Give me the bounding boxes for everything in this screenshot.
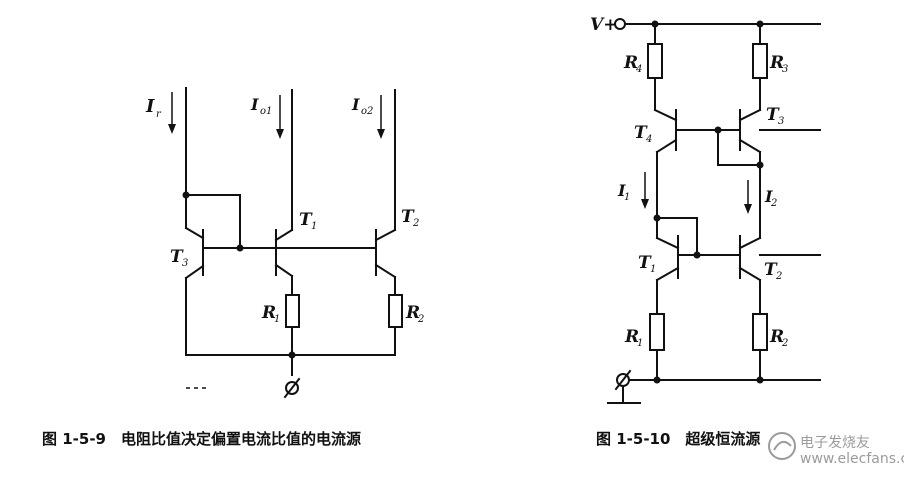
t1-collector-lead <box>655 236 680 250</box>
watermark: 电子发烧友 www.elecfans.com <box>768 432 904 467</box>
figure-1-5-10: V+ R 4 R 3 T 4 T 3 I 1 I 2 T 1 T 2 R 1 R… <box>590 15 821 448</box>
label-t2: T <box>764 260 778 280</box>
label-i2-sub: 2 <box>770 198 777 209</box>
label-ir: I <box>145 96 155 117</box>
label-io1: I <box>250 95 259 114</box>
label-r1: R <box>261 303 276 323</box>
t3-diode-link <box>717 129 761 166</box>
t3-emitter-lead <box>184 264 205 280</box>
resistor-r1 <box>285 294 300 328</box>
label-r3-sub: 3 <box>782 64 788 75</box>
resistor-r2 <box>388 294 403 328</box>
label-r1: R <box>624 327 639 347</box>
t3-collector-lead <box>184 226 205 240</box>
label-t1: T <box>299 210 313 230</box>
label-io1-sub: o1 <box>260 106 272 117</box>
r2-return-wire <box>291 326 396 356</box>
label-r4-sub: 4 <box>635 64 642 75</box>
watermark-text: 电子发烧友 <box>800 435 870 451</box>
resistor-r1 <box>649 313 665 351</box>
junction-dot <box>653 214 661 222</box>
t2-emitter-lead <box>738 266 762 282</box>
label-ir-sub: r <box>156 109 162 120</box>
i1-arrow-head <box>641 199 649 209</box>
label-t3-sub: 3 <box>778 116 784 127</box>
label-t3: T <box>766 105 780 125</box>
t2-collector-lead <box>374 228 397 242</box>
label-io2-sub: o2 <box>361 106 373 117</box>
caption-fig-1-5-10: 图 1-5-10 超级恒流源 <box>596 430 760 448</box>
resistor-r3 <box>752 43 768 79</box>
ground-terminal-slash <box>614 369 632 391</box>
t2-emitter-lead <box>374 263 397 279</box>
t4-collector-lead <box>655 138 678 154</box>
label-r1-sub: 1 <box>637 338 643 349</box>
label-t1-sub: 1 <box>311 221 317 232</box>
label-t1: T <box>638 253 652 273</box>
t2-collector-lead <box>738 236 762 250</box>
t1-diode-link <box>656 217 698 256</box>
io1-arrow-head <box>276 129 284 139</box>
t1-collector-lead <box>274 228 294 242</box>
junction-dot <box>653 376 661 384</box>
t4-emitter-lead <box>653 108 678 122</box>
label-r2-sub: 2 <box>417 314 424 325</box>
label-t2: T <box>401 207 415 227</box>
label-t3: T <box>170 247 184 267</box>
label-i1-sub: 1 <box>624 192 630 203</box>
watermark-logo-icon <box>768 432 796 460</box>
label-t4: T <box>634 123 648 143</box>
label-r1-sub: 1 <box>274 314 280 325</box>
label-i2: I <box>764 187 773 206</box>
label-r2: R <box>405 303 420 323</box>
resistor-r4 <box>647 43 663 79</box>
label-r3: R <box>769 53 784 73</box>
label-r2-sub: 2 <box>781 338 788 349</box>
watermark-url: www.elecfans.com <box>800 451 904 467</box>
t1-emitter-lead <box>655 266 680 282</box>
t3-emitter-return-wire <box>185 277 293 356</box>
ground-terminal-slash <box>283 377 301 399</box>
figure-1-5-9: I r I o1 I o2 T 1 T 2 T 3 R 1 R 2 图 1-5-… <box>42 87 424 448</box>
io2-arrow-head <box>377 129 385 139</box>
resistor-r2 <box>752 313 768 351</box>
ir-arrow-head <box>168 124 176 134</box>
label-i1: I <box>617 181 626 200</box>
label-r4: R <box>623 53 638 73</box>
label-t3-sub: 3 <box>182 258 188 269</box>
t3-collector-lead <box>738 138 762 154</box>
label-io2: I <box>351 95 360 114</box>
label-t2-sub: 2 <box>775 271 782 282</box>
label-t2-sub: 2 <box>412 218 419 229</box>
label-t1-sub: 1 <box>650 264 656 275</box>
caption-fig-1-5-9: 图 1-5-9 电阻比值决定偏置电流比值的电流源 <box>42 430 361 448</box>
label-t4-sub: 4 <box>645 134 652 145</box>
label-r2: R <box>769 327 784 347</box>
junction-dot <box>756 376 764 384</box>
watermark-logo-swoosh <box>773 440 792 451</box>
t3-collector-loop-wire <box>185 194 241 249</box>
label-vplus: V+ <box>590 15 617 35</box>
t3-emitter-lead <box>738 108 762 122</box>
i2-arrow-head <box>744 204 752 214</box>
t1-emitter-lead <box>274 263 294 278</box>
